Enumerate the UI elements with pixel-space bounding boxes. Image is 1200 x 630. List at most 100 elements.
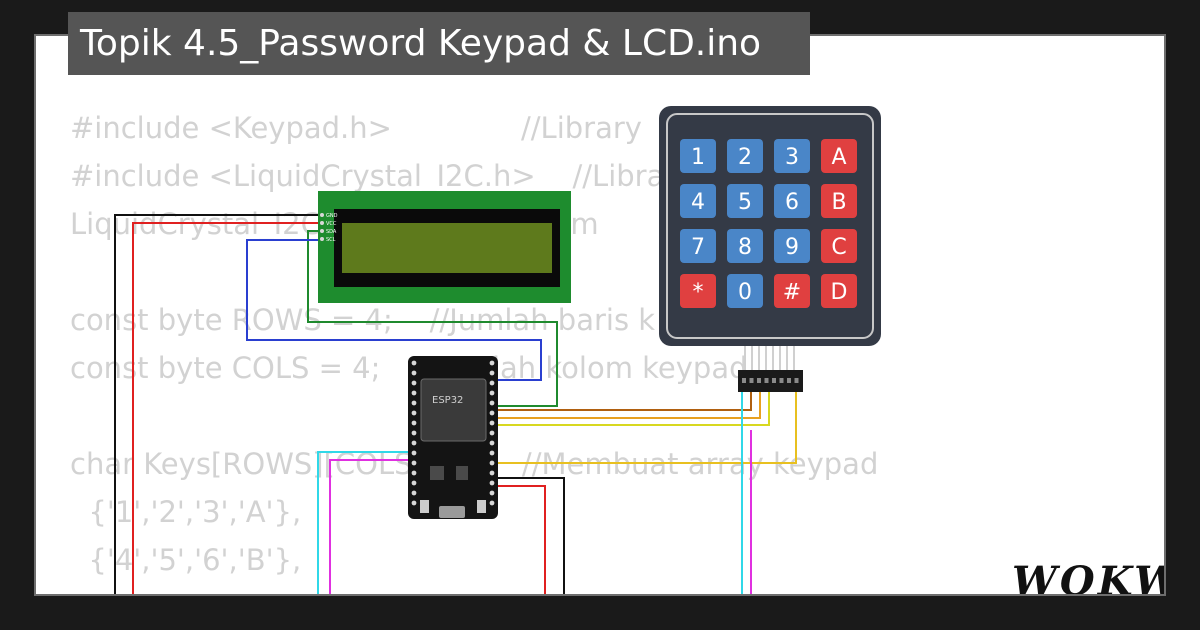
keypad-key-label: 3 <box>785 145 799 170</box>
keypad-key-label: 2 <box>738 145 752 170</box>
wire-lcd-sda <box>307 230 558 407</box>
keypad-key-label: 1 <box>691 145 705 170</box>
keypad-key-label: 4 <box>691 190 705 215</box>
keypad-key-label: A <box>831 145 846 170</box>
esp32-pin-left <box>411 410 417 416</box>
wire-keypad-orange <box>495 388 761 419</box>
esp32-pin-right <box>489 410 495 416</box>
esp32-pin-right <box>489 440 495 446</box>
keypad-key-label: 6 <box>785 190 799 215</box>
wire-lcd-vcc <box>132 222 323 594</box>
keypad-key <box>821 229 857 263</box>
keypad-key <box>774 184 810 218</box>
keypad-key-label: 9 <box>785 235 799 260</box>
esp32-label: ESP32 <box>432 395 463 406</box>
esp32-button-en <box>477 500 486 513</box>
wire-keypad-gold <box>495 388 797 464</box>
wire-lcd-gnd <box>114 214 323 594</box>
esp32-pin-right <box>489 490 495 496</box>
keypad-connector-pin <box>757 378 761 383</box>
keypad-connector-pin <box>772 378 776 383</box>
wire-lcd-scl <box>246 239 542 381</box>
keypad-connector-pin <box>794 378 799 383</box>
page-title: Topik 4.5_Password Keypad & LCD.ino <box>68 12 810 75</box>
wire-keypad-cyan <box>317 451 412 594</box>
wire-keypad-brown <box>495 388 752 411</box>
keypad-connector-pin <box>749 378 754 383</box>
keypad-connector-pin <box>764 378 769 383</box>
esp32-pin-right <box>489 450 495 456</box>
esp32-pin-right <box>489 460 495 466</box>
esp32-pin-left <box>411 380 417 386</box>
esp32-pin-right <box>489 400 495 406</box>
lcd-pin <box>320 213 324 217</box>
esp32-pin-left <box>411 390 417 396</box>
code-line: {'7','8','9','C'}, <box>70 584 878 594</box>
esp32-pin-left <box>411 470 417 476</box>
esp32-pin-left <box>411 400 417 406</box>
code-line: #include <Keypad.h> //Library <box>70 111 642 145</box>
esp32-pin-right <box>489 390 495 396</box>
esp32-pin-left <box>411 430 417 436</box>
esp32-module <box>420 378 487 442</box>
keypad-key-label: C <box>831 235 846 260</box>
esp32-pin-right <box>489 480 495 486</box>
keypad-connector-pin <box>742 378 746 383</box>
keypad-key <box>774 139 810 173</box>
keypad-key <box>821 274 857 308</box>
esp32-pin-left <box>411 490 417 496</box>
esp32-button-boot <box>420 500 429 513</box>
code-line: #include <LiquidCrystal_I2C.h> //Libra <box>70 159 665 193</box>
keypad-key <box>774 274 810 308</box>
esp32-pin-left <box>411 440 417 446</box>
keypad-key-label: # <box>783 280 801 305</box>
code-line: {'1','2','3','A'}, <box>70 495 302 529</box>
lcd-pin-label-gnd: GND <box>326 213 338 219</box>
wire-esp-gnd <box>495 477 565 594</box>
keypad-key <box>774 229 810 263</box>
esp32-pin-left <box>411 480 417 486</box>
esp32-pin-left <box>411 370 417 376</box>
diagram-canvas: #include <Keypad.h> //Library #include <L… <box>34 34 1166 596</box>
esp32-regulator <box>456 466 468 480</box>
keypad-key <box>821 139 857 173</box>
esp32-usb-port <box>439 506 465 518</box>
keypad-connector-pin <box>779 378 784 383</box>
keypad-key <box>727 139 763 173</box>
esp32-pin-left <box>411 360 417 366</box>
wire-esp-vcc <box>495 485 546 594</box>
keypad-key-label: 5 <box>738 190 752 215</box>
esp32-pin-right <box>489 470 495 476</box>
esp32-pin-right <box>489 420 495 426</box>
esp32-pin-right <box>489 370 495 376</box>
lcd-pin <box>320 237 324 241</box>
wire-keypad-magenta <box>329 459 412 594</box>
lcd-screen <box>342 223 552 273</box>
esp32-pin-left <box>411 460 417 466</box>
keypad-key-label: 7 <box>691 235 705 260</box>
lcd-pin-label-scl: SCL <box>326 237 336 243</box>
lcd-module: GND VCC SDA SCL <box>318 191 571 303</box>
keypad-key-label: 0 <box>738 280 752 305</box>
keypad-border <box>666 113 874 339</box>
keypad-key <box>680 139 716 173</box>
esp32-pin-left <box>411 450 417 456</box>
keypad-key-label: * <box>693 280 704 305</box>
esp32-board: ESP32 <box>408 356 498 519</box>
keypad-key-label: 8 <box>738 235 752 260</box>
keypad-connector-pin <box>787 378 791 383</box>
esp32-pin-right <box>489 380 495 386</box>
lcd-pin <box>320 229 324 233</box>
esp32-pin-right <box>489 430 495 436</box>
keypad-key-label: D <box>831 280 848 305</box>
esp32-pin-left <box>411 500 417 506</box>
esp32-pin-right <box>489 500 495 506</box>
code-line: {'4','5','6','B'}, <box>70 543 302 577</box>
lcd-pin-label-sda: SDA <box>326 229 337 235</box>
keypad-key <box>727 274 763 308</box>
esp32-chip <box>430 466 444 480</box>
keypad-key <box>680 184 716 218</box>
lcd-pin-label-vcc: VCC <box>326 221 337 227</box>
